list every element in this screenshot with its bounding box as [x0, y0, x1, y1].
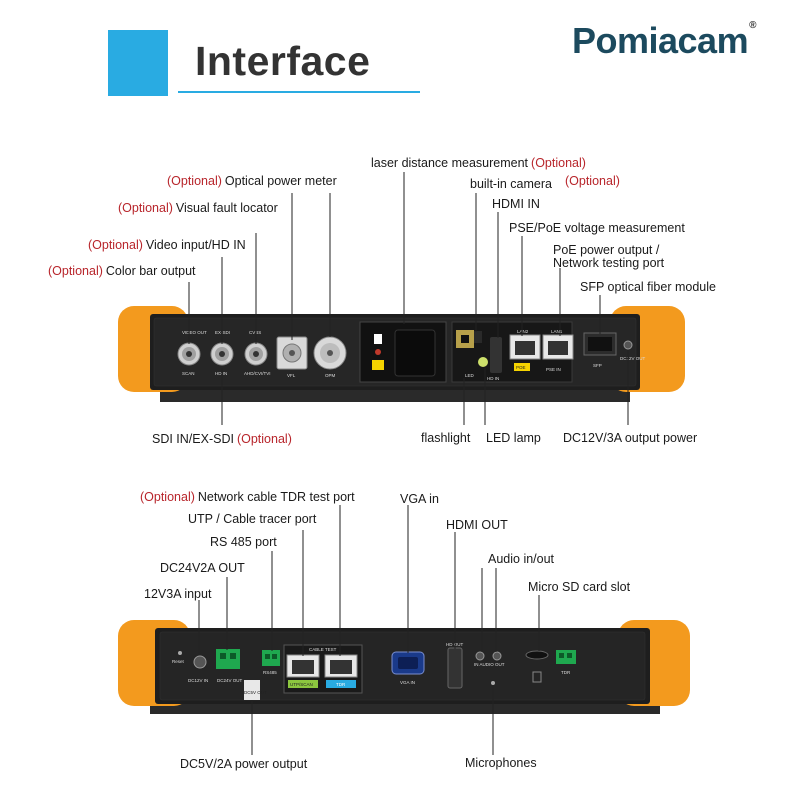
mark-utp-scan: UTP/SCAN — [290, 682, 313, 687]
brand-registered-mark: ® — [749, 20, 756, 31]
mark-cable-test: CABLE TEST — [309, 647, 337, 652]
label-rs485-port: RS 485 port — [210, 535, 277, 549]
rs485-terminal — [262, 650, 280, 666]
mark-led: LED — [465, 373, 475, 378]
sd-card-icon — [532, 671, 542, 683]
mark-lan1: LAN1 — [551, 329, 563, 334]
label-micro-sd: Micro SD card slot — [528, 580, 631, 594]
mark-sfp: SFP — [593, 363, 602, 368]
label-dc24v-out: DC24V2A OUT — [160, 561, 245, 575]
mark-hd-in-2: HD IN — [487, 376, 499, 381]
mark-dc24v: DC24V OUT — [217, 678, 243, 683]
optional-tag: (Optional) — [118, 201, 173, 215]
mark-pse-in: PSE IN — [546, 367, 561, 372]
mark-tdr-2: TDR — [561, 670, 571, 675]
bnc-video-out — [177, 342, 201, 366]
mark-rs485: RS485 — [263, 670, 277, 675]
dc5v-usb-port — [244, 680, 260, 700]
mark-audio-io: IN AUDIO OUT — [474, 662, 505, 667]
audio-out-jack — [492, 651, 502, 661]
label-built-in-camera: built-in camera — [470, 177, 552, 191]
page-title: Interface — [195, 38, 371, 84]
sfp-module — [583, 332, 617, 356]
title-accent-block — [108, 30, 168, 96]
camera-section — [451, 321, 574, 383]
label-microphones: Microphones — [465, 756, 537, 770]
label-audio-in-out: Audio in/out — [488, 552, 555, 566]
utp-scan-tag — [288, 680, 318, 688]
brand-name: Pomiacam — [572, 20, 749, 61]
mark-vga-in: VGA IN — [400, 680, 415, 685]
top-device-base — [160, 388, 630, 402]
mark-scan: SCAN — [182, 371, 195, 376]
mark-ahd: AHD/CVI/TVI — [244, 371, 271, 376]
top-leader-lines — [188, 172, 629, 425]
mark-reset: Reset — [172, 659, 185, 664]
mark-opm: OPM — [325, 373, 336, 378]
label-laser-distance: laser distance measurement(Optional) — [371, 156, 586, 170]
label-dc5v-output: DC5V/2A power output — [180, 757, 308, 771]
mark-dc12v-in: DC12V IN — [188, 678, 208, 683]
mark-tdr: TDR — [336, 682, 346, 687]
optional-tag: (Optional) — [531, 156, 586, 170]
laser-module — [359, 321, 447, 383]
label-poe-output-1: PoE power output / — [553, 243, 660, 257]
tdr-tag — [326, 680, 356, 688]
bottom-leader-lines — [198, 505, 540, 755]
bottom-device: Reset DC12V IN DC24V OUT DC5V OUT RS485 … — [118, 620, 690, 714]
label-sfp-module: SFP optical fiber module — [580, 280, 716, 294]
optional-tag: (Optional) — [236, 432, 292, 446]
opm-connector — [313, 336, 347, 370]
mark-video-out: VIDEO OUT — [182, 330, 207, 335]
label-12v-input: 12V3A input — [144, 587, 212, 601]
label-tdr-test-port: (Optional)Network cable TDR test port — [140, 490, 355, 504]
title-underline — [178, 91, 420, 93]
label-color-bar-output: (Optional)Color bar output — [48, 264, 196, 278]
label-utp-cable-tracer: UTP / Cable tracer port — [188, 512, 317, 526]
top-device: VIDEO OUT SCAN EX-SDI HD IN CVBS AHD/CVI… — [118, 306, 685, 402]
label-dc12v-output: DC12V/3A output power — [563, 431, 698, 445]
optional-tag: (Optional) — [167, 174, 222, 188]
vfl-connector — [276, 336, 308, 370]
bnc-cvbs — [244, 342, 268, 366]
optional-tag: (Optional) — [565, 174, 620, 188]
dc12v-in-jack — [193, 655, 207, 669]
mark-dc5v: DC5V OUT — [244, 690, 267, 695]
bnc-ex-sdi — [210, 342, 234, 366]
microphone-hole — [491, 681, 495, 685]
micro-sd-slot — [525, 650, 549, 660]
audio-in-jack — [475, 651, 485, 661]
label-poe-output-2: Network testing port — [553, 256, 665, 270]
label-vga-in: VGA in — [400, 492, 439, 506]
optional-tag: (Optional) — [48, 264, 103, 278]
label-hdmi-in: HDMI IN — [492, 197, 540, 211]
label-optical-power-meter: (Optional)Optical power meter — [167, 174, 337, 188]
dc12v-jack — [623, 340, 633, 350]
brand-logo: Pomiacam® — [572, 20, 756, 62]
mark-lan2: LAN2 — [517, 329, 529, 334]
label-video-input: (Optional)Video input/HD IN — [88, 238, 246, 252]
optional-tag: (Optional) — [140, 490, 195, 504]
dc24v-terminal — [216, 649, 240, 669]
hdmi-out-port — [447, 647, 463, 689]
mark-cvbs: CVBS — [249, 330, 261, 335]
label-camera-optional: (Optional) — [565, 174, 623, 188]
label-hdmi-out: HDMI OUT — [446, 518, 508, 532]
reset-button — [178, 651, 182, 655]
label-led-lamp: LED lamp — [486, 431, 541, 445]
mark-vfl: VFL — [287, 373, 296, 378]
label-sdi-in: SDI IN/EX-SDI(Optional) — [152, 432, 292, 446]
mark-dc-out: DC12V OUT — [620, 356, 646, 361]
mark-poe: POE — [516, 365, 526, 370]
label-visual-fault-locator: (Optional)Visual fault locator — [118, 201, 278, 215]
optional-tag: (Optional) — [88, 238, 143, 252]
label-pse-poe: PSE/PoE voltage measurement — [509, 221, 685, 235]
label-flashlight: flashlight — [421, 431, 471, 445]
mark-ex-sdi: EX-SDI — [215, 330, 230, 335]
mark-hd-in: HD IN — [215, 371, 227, 376]
